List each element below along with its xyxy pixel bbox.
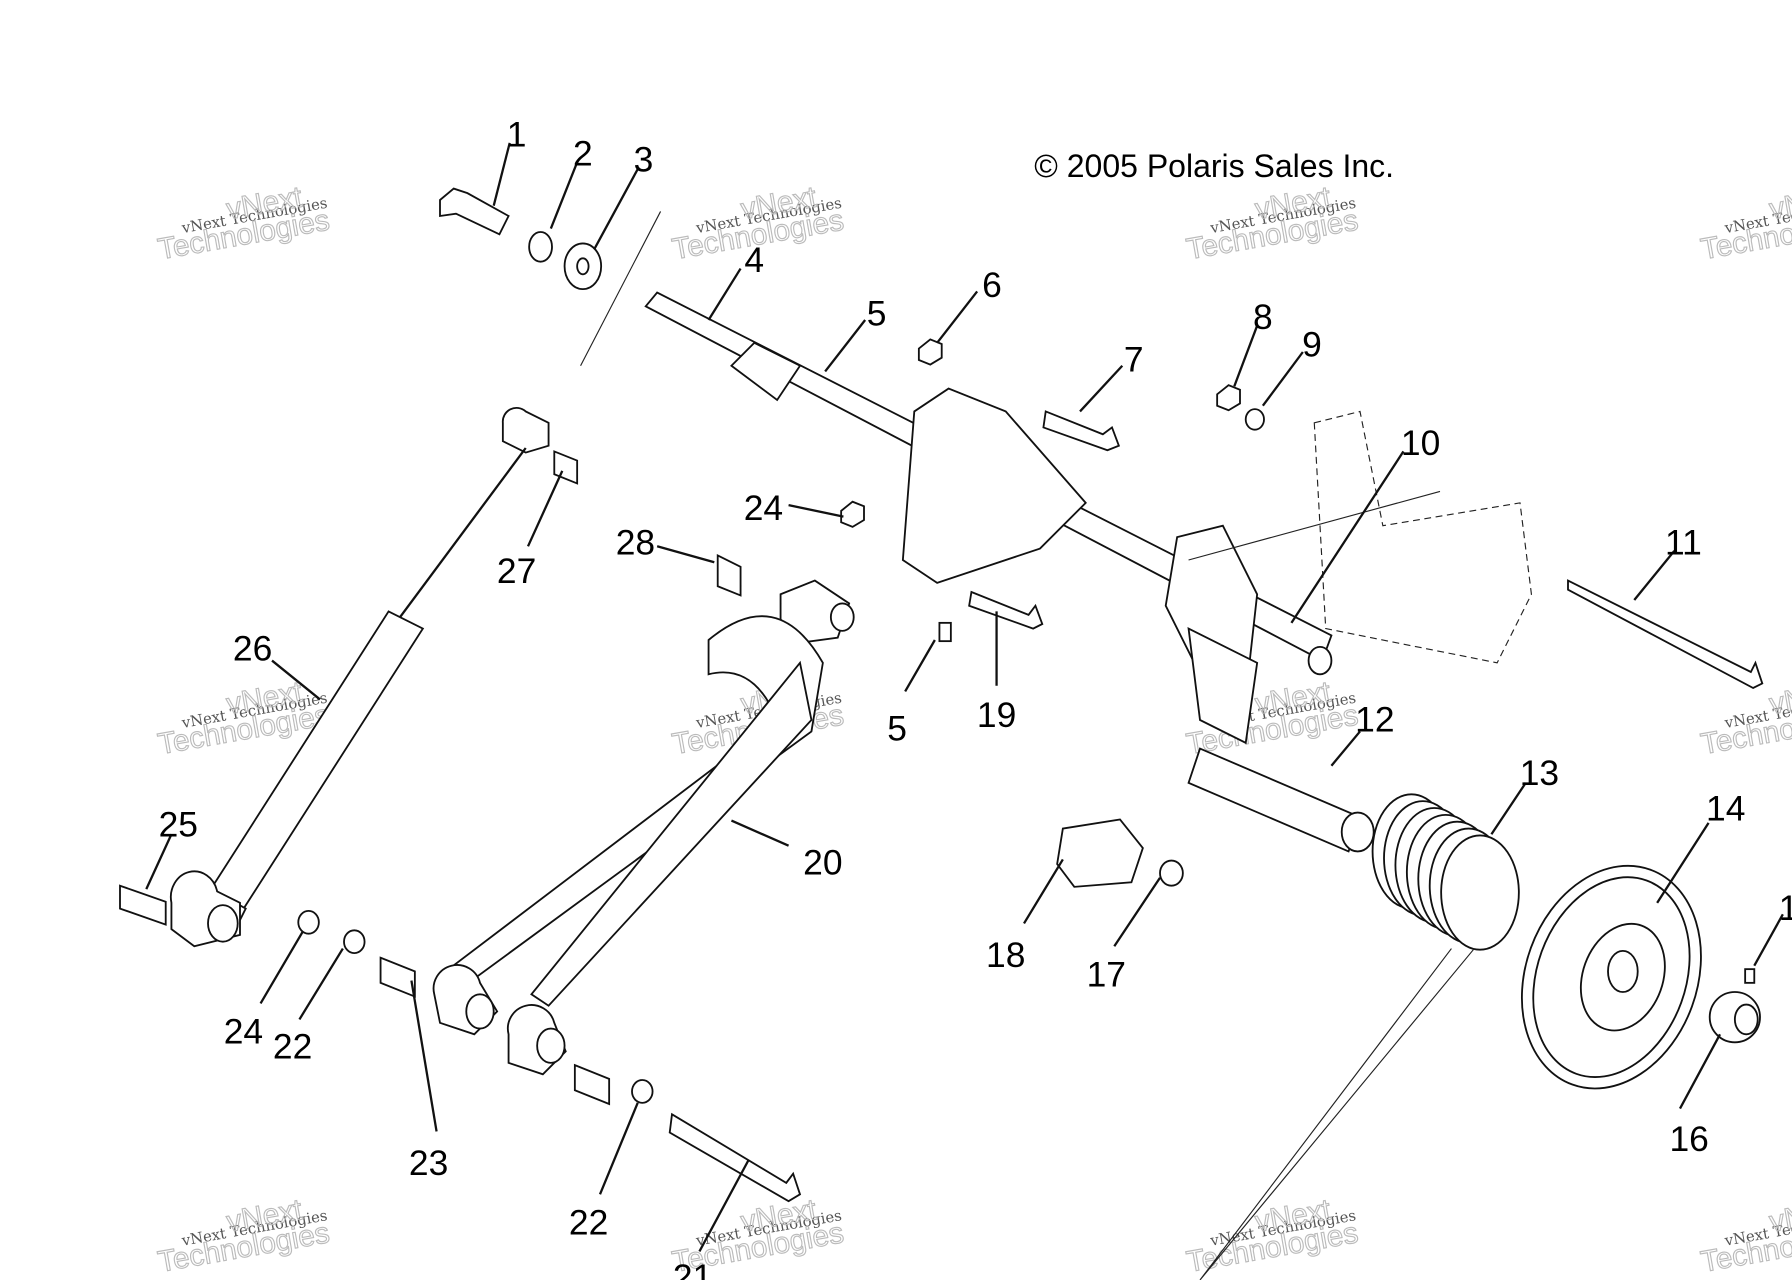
leader-line xyxy=(1290,450,1405,624)
leader-line xyxy=(259,930,304,1005)
callout-labels: 1234567891011121314116171819520212222232… xyxy=(159,114,1792,1280)
callout-12: 12 xyxy=(1355,699,1394,739)
callout-24: 24 xyxy=(744,488,783,528)
leader-line xyxy=(492,142,511,206)
callout-23: 23 xyxy=(409,1143,448,1183)
callout-22: 22 xyxy=(273,1026,312,1066)
callout-5: 5 xyxy=(887,709,907,749)
callout-19: 19 xyxy=(977,695,1016,735)
leader-line xyxy=(271,659,321,701)
leader-line xyxy=(730,819,790,847)
leader-line xyxy=(1261,351,1304,407)
leader-line xyxy=(598,1102,639,1195)
callout-16: 16 xyxy=(1669,1119,1708,1159)
callout-17: 17 xyxy=(1087,954,1126,994)
leader-line xyxy=(1633,550,1676,601)
callout-10: 10 xyxy=(1401,423,1440,463)
callout-8: 8 xyxy=(1253,297,1273,337)
leader-line xyxy=(1678,1033,1722,1110)
leader-line xyxy=(936,290,979,344)
leader-line xyxy=(145,833,173,890)
leader-line xyxy=(1753,913,1784,967)
callout-24: 24 xyxy=(224,1011,263,1051)
callout-18: 18 xyxy=(986,935,1025,975)
leader-line xyxy=(1113,877,1161,947)
leader-line xyxy=(1023,858,1064,925)
copyright-notice: © 2005 Polaris Sales Inc. xyxy=(1034,148,1394,184)
leader-line xyxy=(1330,730,1361,767)
callout-3: 3 xyxy=(634,139,654,179)
leader-line xyxy=(656,545,715,564)
callout-5: 5 xyxy=(867,294,887,334)
leader-line xyxy=(549,161,579,229)
leader-line xyxy=(788,504,844,518)
callout-21: 21 xyxy=(673,1257,712,1280)
callout-1: 1 xyxy=(507,114,527,154)
callout-9: 9 xyxy=(1302,325,1322,365)
leader-line xyxy=(824,319,867,373)
parts-drawing xyxy=(119,187,1764,1280)
callout-4: 4 xyxy=(744,240,764,280)
callout-14: 14 xyxy=(1706,789,1745,829)
leader-line xyxy=(1079,364,1124,413)
leader-line xyxy=(298,947,344,1021)
callout-6: 6 xyxy=(982,265,1002,305)
callout-20: 20 xyxy=(803,842,842,882)
leader-line xyxy=(904,639,936,693)
leader-line xyxy=(1490,782,1527,835)
leader-line xyxy=(1656,822,1710,904)
leader-lines xyxy=(145,142,1784,1252)
callout-27: 27 xyxy=(497,551,536,591)
spring-coil xyxy=(1440,834,1520,951)
leader-line xyxy=(410,980,438,1132)
callout-1: 1 xyxy=(1779,888,1792,928)
leader-line xyxy=(526,470,564,547)
callout-25: 25 xyxy=(159,805,198,845)
callout-13: 13 xyxy=(1520,753,1559,793)
callout-26: 26 xyxy=(233,629,272,669)
leader-line xyxy=(1233,325,1259,387)
callout-11: 11 xyxy=(1665,522,1702,562)
leader-line xyxy=(593,168,639,250)
callout-28: 28 xyxy=(616,522,655,562)
leader-line xyxy=(707,267,742,321)
leader-line xyxy=(698,1159,750,1252)
callout-2: 2 xyxy=(573,134,593,174)
callout-7: 7 xyxy=(1124,339,1144,379)
callout-22: 22 xyxy=(569,1202,608,1242)
